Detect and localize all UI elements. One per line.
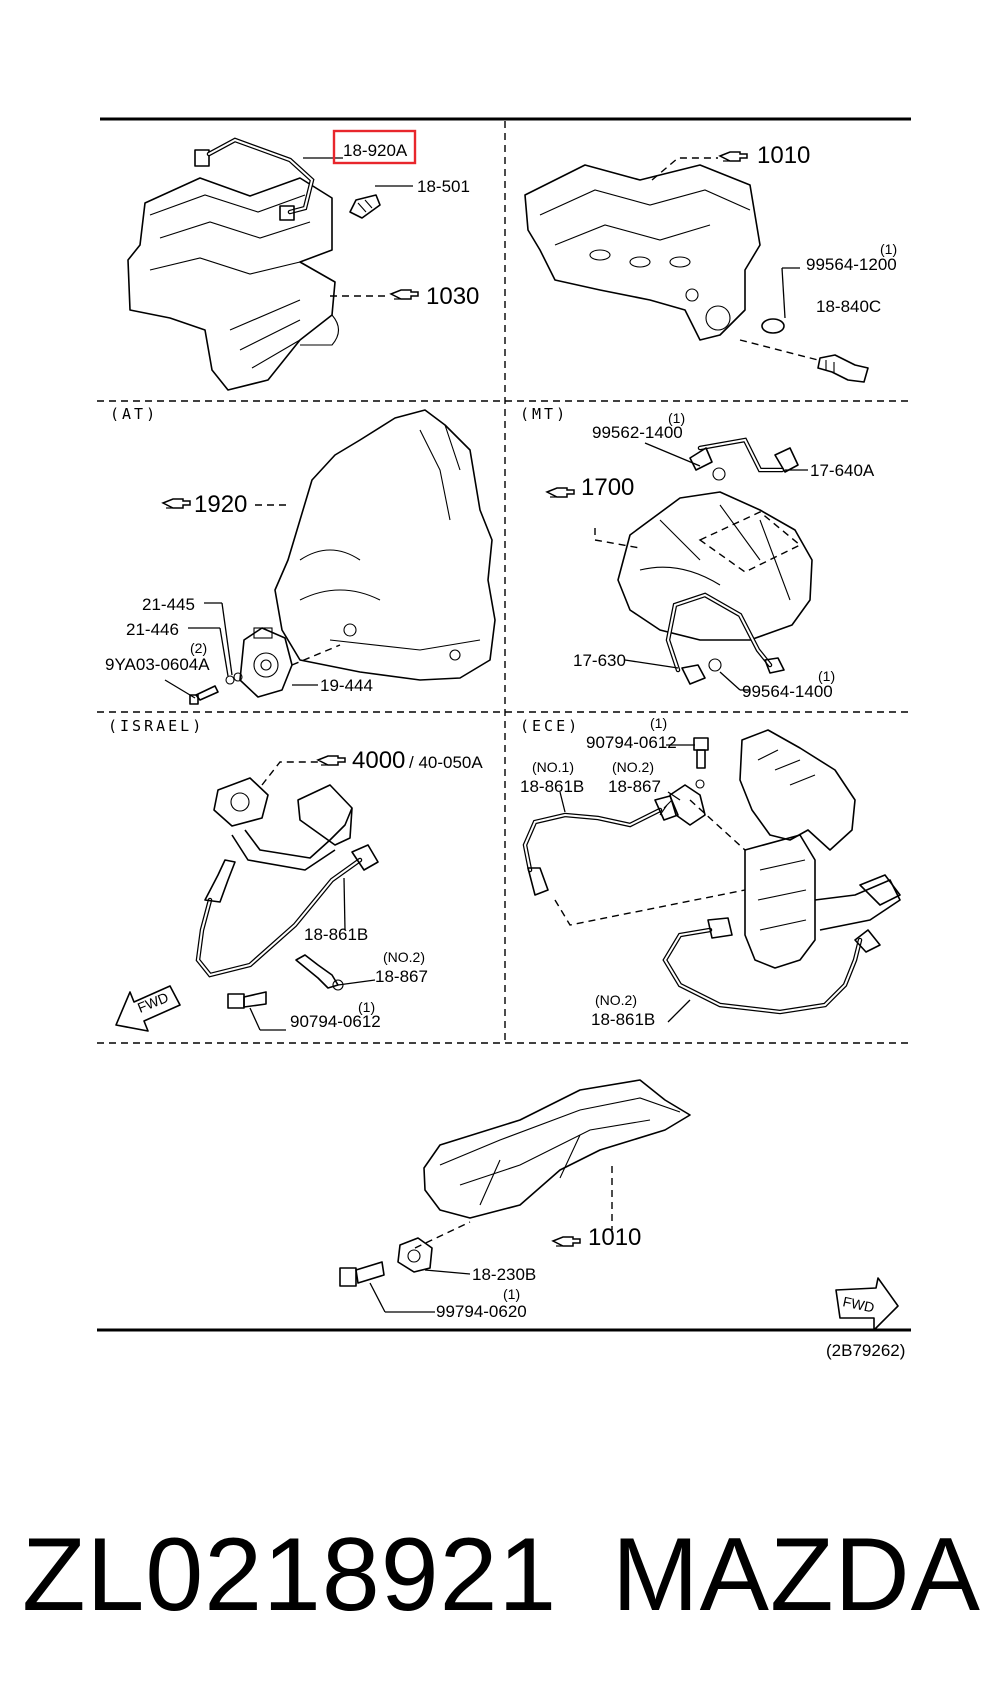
sensor-17-630 (665, 592, 785, 685)
sensor-18-861B-no2 (662, 917, 881, 1015)
sensor-18-867-ece (659, 784, 706, 826)
label-17-640A: 17-640A (810, 461, 875, 480)
part-number: ZL0218921 (22, 1517, 558, 1633)
bolt-90794-israel (227, 991, 267, 1009)
no2-israel: (NO.2) (383, 949, 425, 965)
label-21-446: 21-446 (126, 620, 179, 639)
fwd-arrow-right: FWD (835, 1277, 899, 1331)
ref-4000: 4000 (352, 747, 405, 774)
sensor-18-501 (349, 194, 381, 219)
sensor-18-861B-no1 (522, 795, 679, 896)
qty-1-d: (1) (358, 999, 375, 1015)
label-99794-0620: 99794-0620 (436, 1302, 527, 1321)
label-18-867-ece: 18-867 (608, 777, 661, 796)
label-18-867-israel: 18-867 (375, 967, 428, 986)
label-18-861B-israel: 18-861B (304, 925, 368, 944)
label-90794-0612-ece: 90794-0612 (586, 733, 677, 752)
ref-1030: 1030 (426, 283, 479, 310)
drawing-id: (2B79262) (826, 1341, 905, 1360)
no2-ece: (NO.2) (612, 759, 654, 775)
transmission-mt (617, 491, 813, 641)
transmission-at (274, 409, 496, 681)
section-ece: (ECE) (520, 717, 580, 735)
section-at: (AT) (110, 405, 158, 423)
exhaust-manifold-ece (739, 729, 901, 969)
ref-1920: 1920 (194, 491, 247, 518)
section-mt: (MT) (520, 405, 568, 423)
bolt-9YA03 (189, 685, 219, 705)
no1-ece: (NO.1) (532, 759, 574, 775)
label-40-050A: / 40-050A (409, 753, 483, 772)
label-21-445: 21-445 (142, 595, 195, 614)
label-18-861B-no1: 18-861B (520, 777, 584, 796)
engine-block-left (127, 137, 340, 391)
qty-1-e: (1) (650, 715, 667, 731)
qty-1-c: (1) (818, 668, 835, 684)
qty-1-f: (1) (503, 1286, 520, 1302)
ref-1010-top: 1010 (757, 142, 810, 169)
footer: ZL0218921 MAZDA (0, 1500, 991, 1650)
fwd-right: FWD (841, 1293, 876, 1315)
sensor-18-840C (817, 354, 869, 383)
brand-name: MAZDA (612, 1517, 981, 1633)
label-99562-1400: 99562-1400 (592, 423, 683, 442)
label-18-861B-no2: 18-861B (591, 1010, 655, 1029)
label-90794-0612-israel: 90794-0612 (290, 1012, 381, 1031)
exhaust-pipe-israel (213, 777, 353, 871)
qty-1-b: (1) (668, 410, 685, 426)
knock-sensor (397, 1237, 433, 1273)
sensor-18-861B-israel (195, 844, 379, 978)
label-17-630: 17-630 (573, 651, 626, 670)
valve-cover (423, 1079, 691, 1219)
sensor-17-640A (689, 437, 799, 473)
qty-1-a: (1) (880, 241, 897, 257)
label-18-840C: 18-840C (816, 297, 881, 316)
sensor-18-867-israel (295, 954, 339, 989)
bolt-90794-ece (693, 737, 709, 769)
label-18-230B: 18-230B (472, 1265, 536, 1284)
label-19-444: 19-444 (320, 676, 373, 695)
qty-2: (2) (190, 640, 207, 656)
ref-1010-bottom: 1010 (588, 1224, 641, 1251)
washer (761, 318, 785, 334)
label-9YA03-0604A: 9YA03-0604A (105, 655, 210, 674)
label-18-920A: 18-920A (343, 141, 408, 160)
label-99564-1400: 99564-1400 (742, 682, 833, 701)
label-99564-1200: 99564-1200 (806, 255, 897, 274)
frame (97, 117, 911, 1332)
cylinder-head (524, 164, 761, 341)
ref-1700: 1700 (581, 474, 634, 501)
fwd-arrow-left: FWD (115, 985, 181, 1032)
inhibitor-switch (239, 627, 293, 698)
label-18-501: 18-501 (417, 177, 470, 196)
highlight-box (332, 129, 417, 165)
no2-ece-b: (NO.2) (595, 992, 637, 1008)
section-israel: (ISRAEL) (108, 717, 204, 735)
bolt-99794 (339, 1261, 385, 1287)
